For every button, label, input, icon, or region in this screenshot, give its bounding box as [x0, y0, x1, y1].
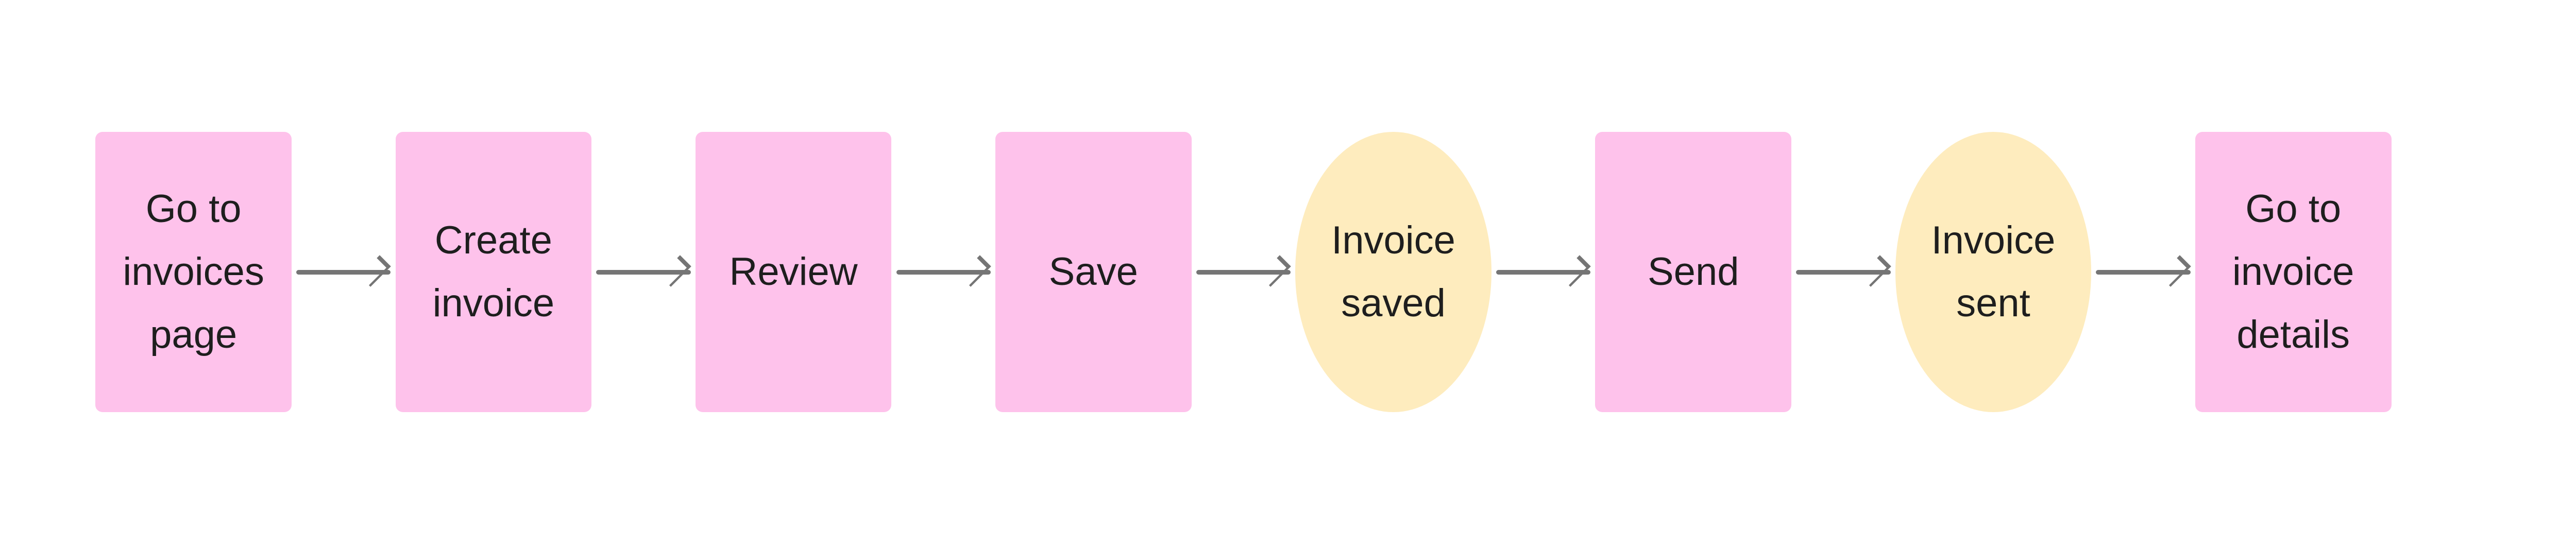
arrow-connector: [1496, 269, 1591, 275]
arrow-connector: [2096, 269, 2191, 275]
arrow-connector: [1196, 269, 1291, 275]
node-label: Send: [1647, 250, 1739, 294]
step-create-invoice: Create invoice: [395, 132, 592, 412]
step-send: Send: [1595, 132, 1792, 412]
arrow-connector: [596, 269, 691, 275]
step-go-to-invoices-page: Go to invoices page: [95, 132, 292, 412]
arrow-connector: [1796, 269, 1891, 275]
step-save: Save: [995, 132, 1192, 412]
node-label: Go to invoice details: [2232, 187, 2354, 356]
flow-diagram: Go to invoices page Create invoice Revie…: [0, 132, 2576, 412]
node-label: Save: [1048, 250, 1138, 294]
state-invoice-sent: Invoice sent: [1895, 132, 2092, 412]
node-label: Invoice sent: [1931, 218, 2056, 325]
arrow-connector: [296, 269, 391, 275]
step-go-to-invoice-details: Go to invoice details: [2195, 132, 2392, 412]
node-label: Create invoice: [432, 218, 555, 325]
state-invoice-saved: Invoice saved: [1295, 132, 1492, 412]
node-label: Go to invoices page: [123, 187, 264, 356]
arrow-connector: [896, 269, 991, 275]
node-label: Invoice saved: [1331, 218, 1455, 325]
node-label: Review: [729, 250, 858, 294]
step-review: Review: [695, 132, 892, 412]
